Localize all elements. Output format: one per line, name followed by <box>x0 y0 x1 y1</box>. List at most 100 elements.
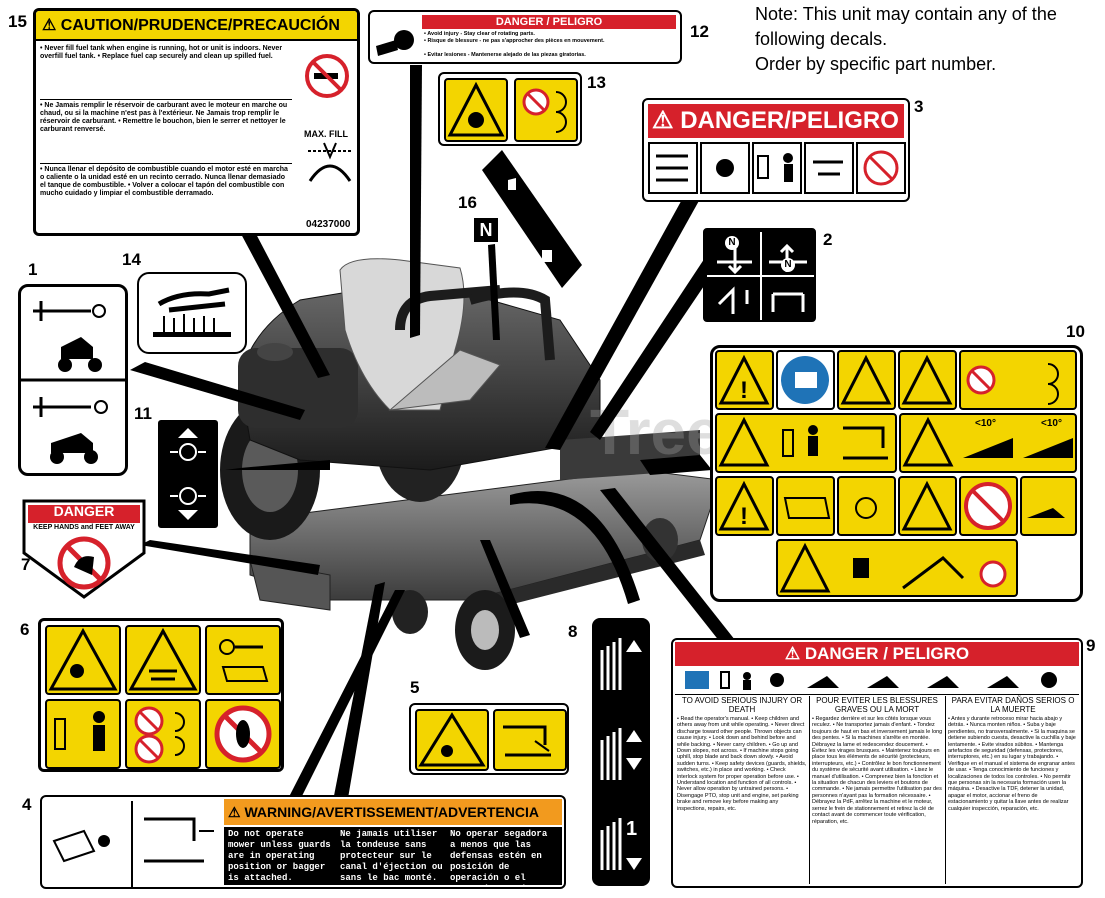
decal-9-text-en: • Read the operator's manual. • Keep chi… <box>677 716 807 812</box>
thrown-objects-icon <box>770 673 784 687</box>
decal-9-heading-fr: POUR EVITER LES BLESSURES GRAVES OU LA M… <box>816 696 938 714</box>
bystander-icon <box>720 671 730 689</box>
decal-15-text-en: • Never fill fuel tank when engine is ru… <box>40 45 283 60</box>
note-line-3: Order by specific part number. <box>755 54 997 74</box>
chute-guard-icon <box>843 426 888 460</box>
callout-10: 10 <box>1066 322 1085 341</box>
decal-8-height-digit: 1 <box>626 818 638 840</box>
callout-2: 2 <box>823 230 833 249</box>
decal-5-tile-chute <box>493 709 567 771</box>
decal-9-title: DANGER / PELIGRO <box>804 644 970 663</box>
leader-7 <box>140 540 320 575</box>
decal-1-operator-presence <box>18 284 128 476</box>
svg-text:!: ! <box>740 377 748 404</box>
decal-4-text-fr: Ne jamais utiliser la tondeuse sans prot… <box>340 829 443 883</box>
decal-12-title: DANGER / PELIGRO <box>422 15 676 29</box>
svg-text:!: ! <box>740 503 748 530</box>
blade-hand-icon <box>656 154 688 182</box>
thrown-object-icon <box>716 159 734 177</box>
callout-16: 16 <box>458 193 477 212</box>
slope-icon <box>807 676 839 688</box>
blade-contact-icon <box>840 354 892 405</box>
decal-9-heading-en: TO AVOID SERIOUS INJURY OR DEATH <box>681 696 803 714</box>
leader-12 <box>410 65 422 338</box>
leader-3 <box>545 185 705 450</box>
decal-7-title: DANGER <box>53 503 115 519</box>
callout-1: 1 <box>28 260 38 279</box>
decal-9-heading-es: PARA EVITAR DAÑOS SERIOS O LA MUERTE <box>951 696 1075 714</box>
callout-12: 12 <box>690 22 709 41</box>
discharge-chute-icon <box>503 725 551 757</box>
blade-rotation-warning-icon <box>779 542 831 593</box>
stop-engine-icon <box>522 88 567 133</box>
decal-16-lever-strip <box>482 150 582 288</box>
slope-angle-right-label: <10° <box>1041 418 1062 429</box>
leader-5 <box>480 540 530 638</box>
no-smoking-icon <box>305 54 349 98</box>
decal-6-safety-pictograms <box>38 618 284 772</box>
note-line-1: Note: This unit may contain any of the <box>755 4 1057 24</box>
rollover-icon <box>987 676 1019 688</box>
callout-3: 3 <box>914 97 924 116</box>
slope-angle-right-icon <box>1023 438 1073 458</box>
leader-1 <box>130 362 305 420</box>
warning-triangle-icon: ⚠ <box>228 804 241 820</box>
rollover-icon <box>902 556 965 590</box>
decal-9-pictogram-strip <box>685 671 1057 690</box>
remove-key-icon <box>219 639 269 682</box>
thrown-objects-warning-icon <box>48 627 118 691</box>
decal-12-danger: DANGER / PELIGRO • Avoid injury - Stay c… <box>368 10 682 64</box>
decal-12-line-1: • Avoid injury - Stay clear of rotating … <box>424 31 535 37</box>
decal-4-title: WARNING/AVERTISSEMENT/ADVERTENCIA <box>244 804 539 820</box>
bystander-distance-icon <box>782 429 794 457</box>
callout-13: 13 <box>587 73 606 92</box>
callout-4: 4 <box>22 795 32 814</box>
hot-surface-hand-icon <box>153 287 231 337</box>
danger-triangle-icon: ⚠ <box>652 107 674 134</box>
decal-14-hot-surface <box>137 272 247 354</box>
decal-9-text-fr: • Regardez derrière et sur les côtés lor… <box>812 716 943 825</box>
decal-4-text-es: No operar segadora a menos que las defen… <box>450 829 548 889</box>
decal-15-text-fr: • Ne Jamais remplir le réservoir de carb… <box>40 99 292 134</box>
thrown-objects-warning-icon <box>718 416 770 467</box>
cutting-height-icons <box>600 638 642 870</box>
decal-11-throttle <box>158 420 218 528</box>
steering-direction-icons <box>707 232 814 320</box>
rotating-parts-hand-icon <box>376 30 414 56</box>
no-rollover-icon <box>979 560 1007 588</box>
decal-4-text-en: Do not operate mower unless guards are i… <box>228 829 331 883</box>
no-feet-icon <box>214 705 272 763</box>
warning-triangle-icon: ⚠ <box>42 17 57 34</box>
decal-3-title: DANGER/PELIGRO <box>680 107 899 134</box>
slope-warning-icon <box>901 480 953 531</box>
order-note: Note: This unit may contain any of the f… <box>755 2 1057 77</box>
decal-13-tile-1 <box>444 78 508 142</box>
decal-6-tile-slope <box>125 625 201 695</box>
decal-10-safety-panel: ! ! <box>710 345 1083 602</box>
decal-15-part-number: 04237000 <box>306 219 351 230</box>
slope-angle-left-label: <10° <box>975 418 996 429</box>
mower-operator-icon <box>1027 508 1065 518</box>
decal-13 <box>438 72 582 146</box>
decal-2-neutral-label-left: N <box>725 236 739 250</box>
leader-16 <box>488 244 500 340</box>
remove-key-icon <box>813 160 843 176</box>
leader-10 <box>640 455 712 475</box>
decal-15-title: CAUTION/PRUDENCE/PRECAUCIÓN <box>60 17 340 34</box>
danger-triangle-icon: ⚠ <box>784 644 801 663</box>
decal-9-danger: ⚠ DANGER / PELIGRO TO AVOID SERIOUS INJU… <box>671 638 1083 888</box>
decal-7-subtitle: KEEP HANDS and FEET AWAY <box>33 524 135 531</box>
reverse-mowing-icon <box>927 676 959 688</box>
decal-3-danger: ⚠ DANGER/PELIGRO <box>642 98 910 202</box>
callout-5: 5 <box>410 678 420 697</box>
bystander-distance-icon <box>54 711 105 751</box>
remove-key-icon <box>783 497 831 519</box>
decal-5 <box>409 703 569 775</box>
slope-rollover-icon <box>902 416 954 467</box>
foot-blade-icon <box>901 354 953 405</box>
thrown-objects-warning-icon <box>418 712 486 767</box>
bystander-icon <box>757 155 769 179</box>
decal-16-neutral-label: N <box>474 218 498 242</box>
note-line-2: following decals. <box>755 29 888 49</box>
